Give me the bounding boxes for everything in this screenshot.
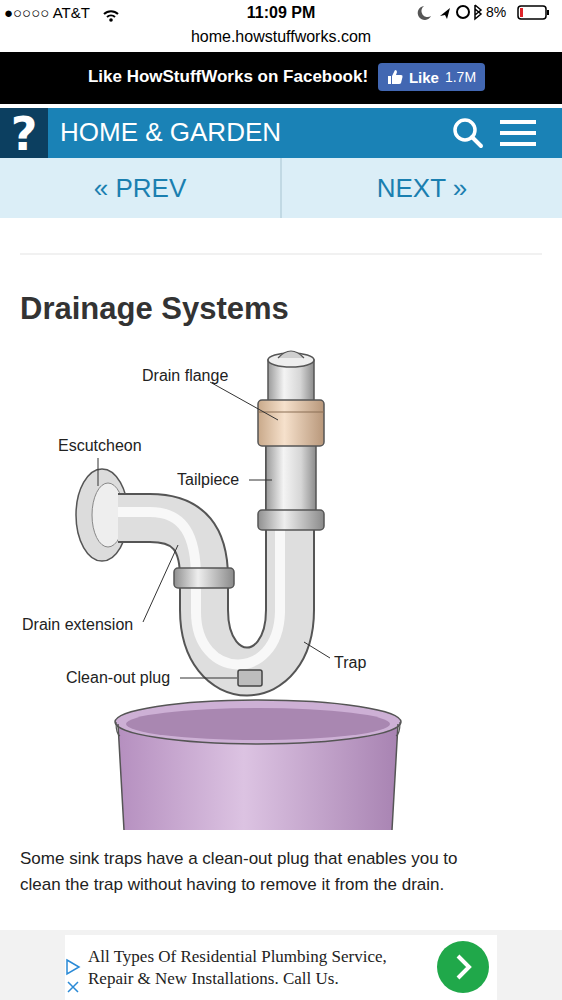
caption: Some sink traps have a clean-out plug th… bbox=[20, 846, 460, 897]
part-label: Drain flange bbox=[142, 366, 228, 385]
rule bbox=[20, 254, 542, 255]
url-bar: home.howstuffworks.com bbox=[191, 27, 371, 46]
carrier: ●○○○○ AT&T bbox=[4, 4, 90, 22]
prev-button: « PREV bbox=[0, 158, 280, 218]
nav-label: « PREV bbox=[94, 173, 187, 204]
page-title: Drainage Systems bbox=[20, 290, 289, 327]
clock: 11:09 PM bbox=[247, 3, 315, 22]
promo-text: Like HowStuffWorks on Facebook! bbox=[88, 67, 368, 87]
section-name: HOME & GARDEN bbox=[60, 117, 281, 148]
part-label: Drain extension bbox=[22, 615, 133, 634]
like-count: 1.7M bbox=[445, 69, 476, 85]
part-label: Trap bbox=[334, 653, 366, 672]
facebook-bar bbox=[0, 52, 562, 104]
ad-arrow-button bbox=[435, 939, 491, 995]
menu-icon bbox=[500, 122, 536, 144]
button-label: Like bbox=[409, 69, 439, 86]
header-bar bbox=[0, 108, 562, 158]
part-label: Clean-out plug bbox=[66, 668, 170, 687]
gap bbox=[0, 104, 562, 108]
ad-text: All Types Of Residential Plumbing Servic… bbox=[88, 946, 418, 989]
next-button: NEXT » bbox=[282, 158, 562, 218]
sink-trap-illustration bbox=[76, 351, 401, 830]
ad-bar bbox=[0, 930, 562, 1000]
logo-mark: ? bbox=[11, 107, 38, 162]
part-label: Tailpiece bbox=[177, 470, 239, 489]
battery-percent: 8% bbox=[486, 4, 506, 21]
nav-bar bbox=[0, 158, 562, 218]
thumb-icon bbox=[387, 69, 403, 85]
nav-divider bbox=[280, 158, 282, 218]
ad-box: All Types Of Residential Plumbing Servic… bbox=[88, 935, 497, 1000]
like-button: Like 1.7M bbox=[378, 63, 485, 91]
nav-label: NEXT » bbox=[377, 173, 468, 204]
status-bar bbox=[0, 0, 562, 52]
part-label: Escutcheon bbox=[58, 436, 142, 455]
search-icon bbox=[455, 120, 481, 146]
